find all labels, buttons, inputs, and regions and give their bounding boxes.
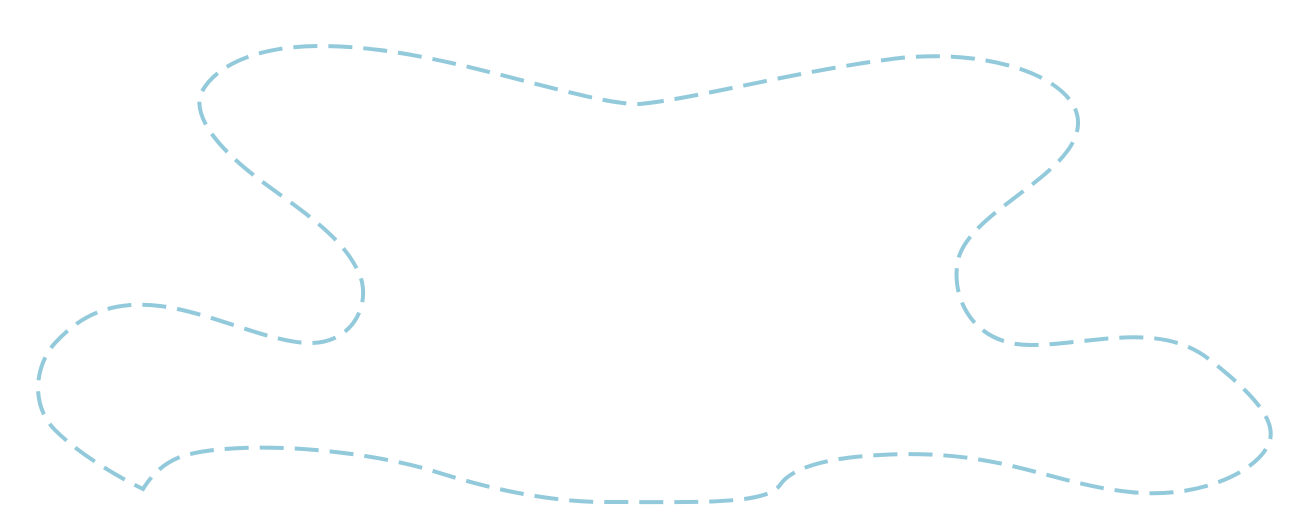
- blob-outline-path: [36, 43, 1273, 505]
